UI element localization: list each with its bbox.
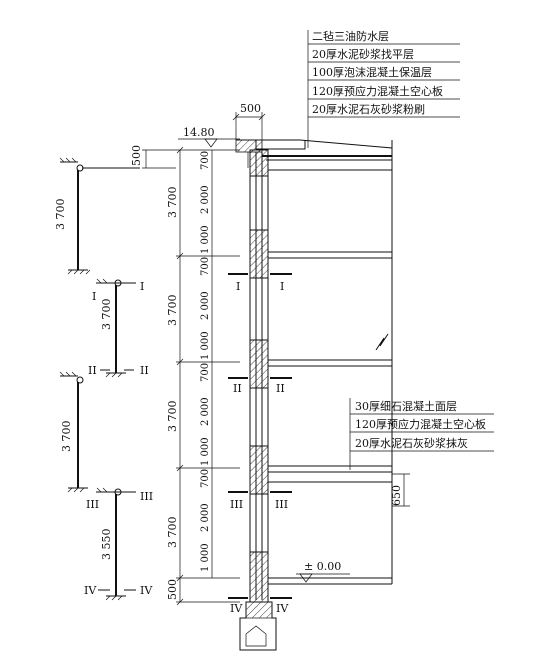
wall-mark-II-right: II [276, 382, 285, 395]
roof-layer-3: 100厚泡沫混凝土保温层 [312, 65, 432, 79]
roof-layer-5: 20厚水泥石灰砂浆粉刷 [312, 102, 425, 116]
base-dim: 500 [166, 579, 179, 600]
wall-section [249, 149, 269, 603]
segment-dim-1-1: 700 [200, 151, 211, 170]
floor-slabs [268, 251, 392, 483]
calc-diagram-top: 3 700 [54, 157, 140, 275]
section-mark-II-right: II [140, 364, 149, 377]
segment-dim-3-1: 700 [200, 363, 211, 382]
floor-depth-dim: 650 [390, 473, 410, 507]
story-height-3: 3 700 [166, 295, 179, 327]
floor-layer-1: 30厚细石混凝土面层 [355, 399, 457, 413]
section-mark-I-right: I [140, 280, 144, 293]
story-height-1: 3 700 [166, 517, 179, 549]
wall-mark-IV-right: IV [276, 602, 289, 615]
section-mark-IV-left: IV [84, 584, 97, 597]
story-height-2: 3 700 [166, 401, 179, 433]
overhang-dim: 500 [240, 102, 261, 115]
floor-depth-label: 650 [390, 485, 403, 506]
floor-layer-3: 20厚水泥石灰砂浆抹灰 [355, 436, 468, 450]
roof-layer-4: 120厚预应力混凝土空心板 [312, 84, 443, 98]
segment-dim-1-2: 2 000 [200, 185, 211, 214]
segment-dim-4-1: 700 [200, 469, 211, 488]
section-mark-I-left: I [92, 290, 96, 303]
floor-layer-2: 120厚预应力混凝土空心板 [355, 417, 486, 431]
calc-diagram-2: I I II II 3 700 [88, 278, 149, 378]
calc-height-3: 3 700 [60, 421, 73, 453]
wall-mark-III-right: III [275, 498, 288, 511]
section-mark-III-left: III [86, 498, 99, 511]
roof-layer-2: 20厚水泥砂浆找平层 [312, 47, 414, 61]
wall-mark-I-left: I [236, 280, 240, 293]
section-mark-II-left: II [88, 364, 97, 377]
calc-diagram-4: III III IV IV 3 550 [84, 487, 153, 601]
story-height-4: 3 700 [166, 187, 179, 219]
segment-dim-1-3: 1 000 [200, 225, 211, 254]
segment-dim-2-3: 1 000 [200, 331, 211, 360]
ground-level: ± 0.00 [268, 140, 393, 585]
roof-layer-callout: 二毡三油防水层 20厚水泥砂浆找平层 100厚泡沫混凝土保温层 120厚预应力混… [307, 29, 460, 148]
story-height-dims: 3 700 3 700 3 700 3 700 500 500 [130, 145, 240, 606]
calc-height-1: 3 700 [54, 199, 67, 231]
segment-dim-4-2: 2 000 [200, 503, 211, 532]
segment-dim-4-3: 1 000 [200, 543, 211, 572]
roof-elevation-label: 14.80 [183, 126, 215, 139]
segment-dim-2-2: 2 000 [200, 291, 211, 320]
calc-height-2: 3 700 [100, 299, 113, 331]
calc-diagram-3: 3 700 [59, 371, 88, 493]
wall-mark-I-right: I [280, 280, 284, 293]
segment-dim-3-3: 1 000 [200, 437, 211, 466]
calc-height-4: 3 550 [100, 529, 113, 561]
section-mark-IV-right: IV [140, 584, 153, 597]
section-mark-III-right: III [140, 490, 153, 503]
wall-mark-II-left: II [233, 382, 242, 395]
ground-elevation-label: ± 0.00 [304, 560, 341, 573]
foundation [239, 601, 277, 651]
segment-dims-text: 700 2 000 1 000 700 2 000 1 000 700 2 000 1 000 7… [200, 151, 211, 572]
wall-mark-IV-left: IV [230, 602, 243, 615]
wall-section-marks: I I II II III III IV IV [228, 273, 292, 615]
floor-layer-callout: 30厚细石混凝土面层 120厚预应力混凝土空心板 20厚水泥石灰砂浆抹灰 [349, 398, 494, 470]
segment-dim-2-1: 700 [200, 257, 211, 276]
roof-detail: 500 14.80 [178, 102, 393, 171]
parapet-dim: 500 [130, 145, 143, 166]
roof-layer-1: 二毡三油防水层 [312, 29, 389, 43]
segment-dim-3-2: 2 000 [200, 397, 211, 426]
wall-mark-III-left: III [230, 498, 243, 511]
